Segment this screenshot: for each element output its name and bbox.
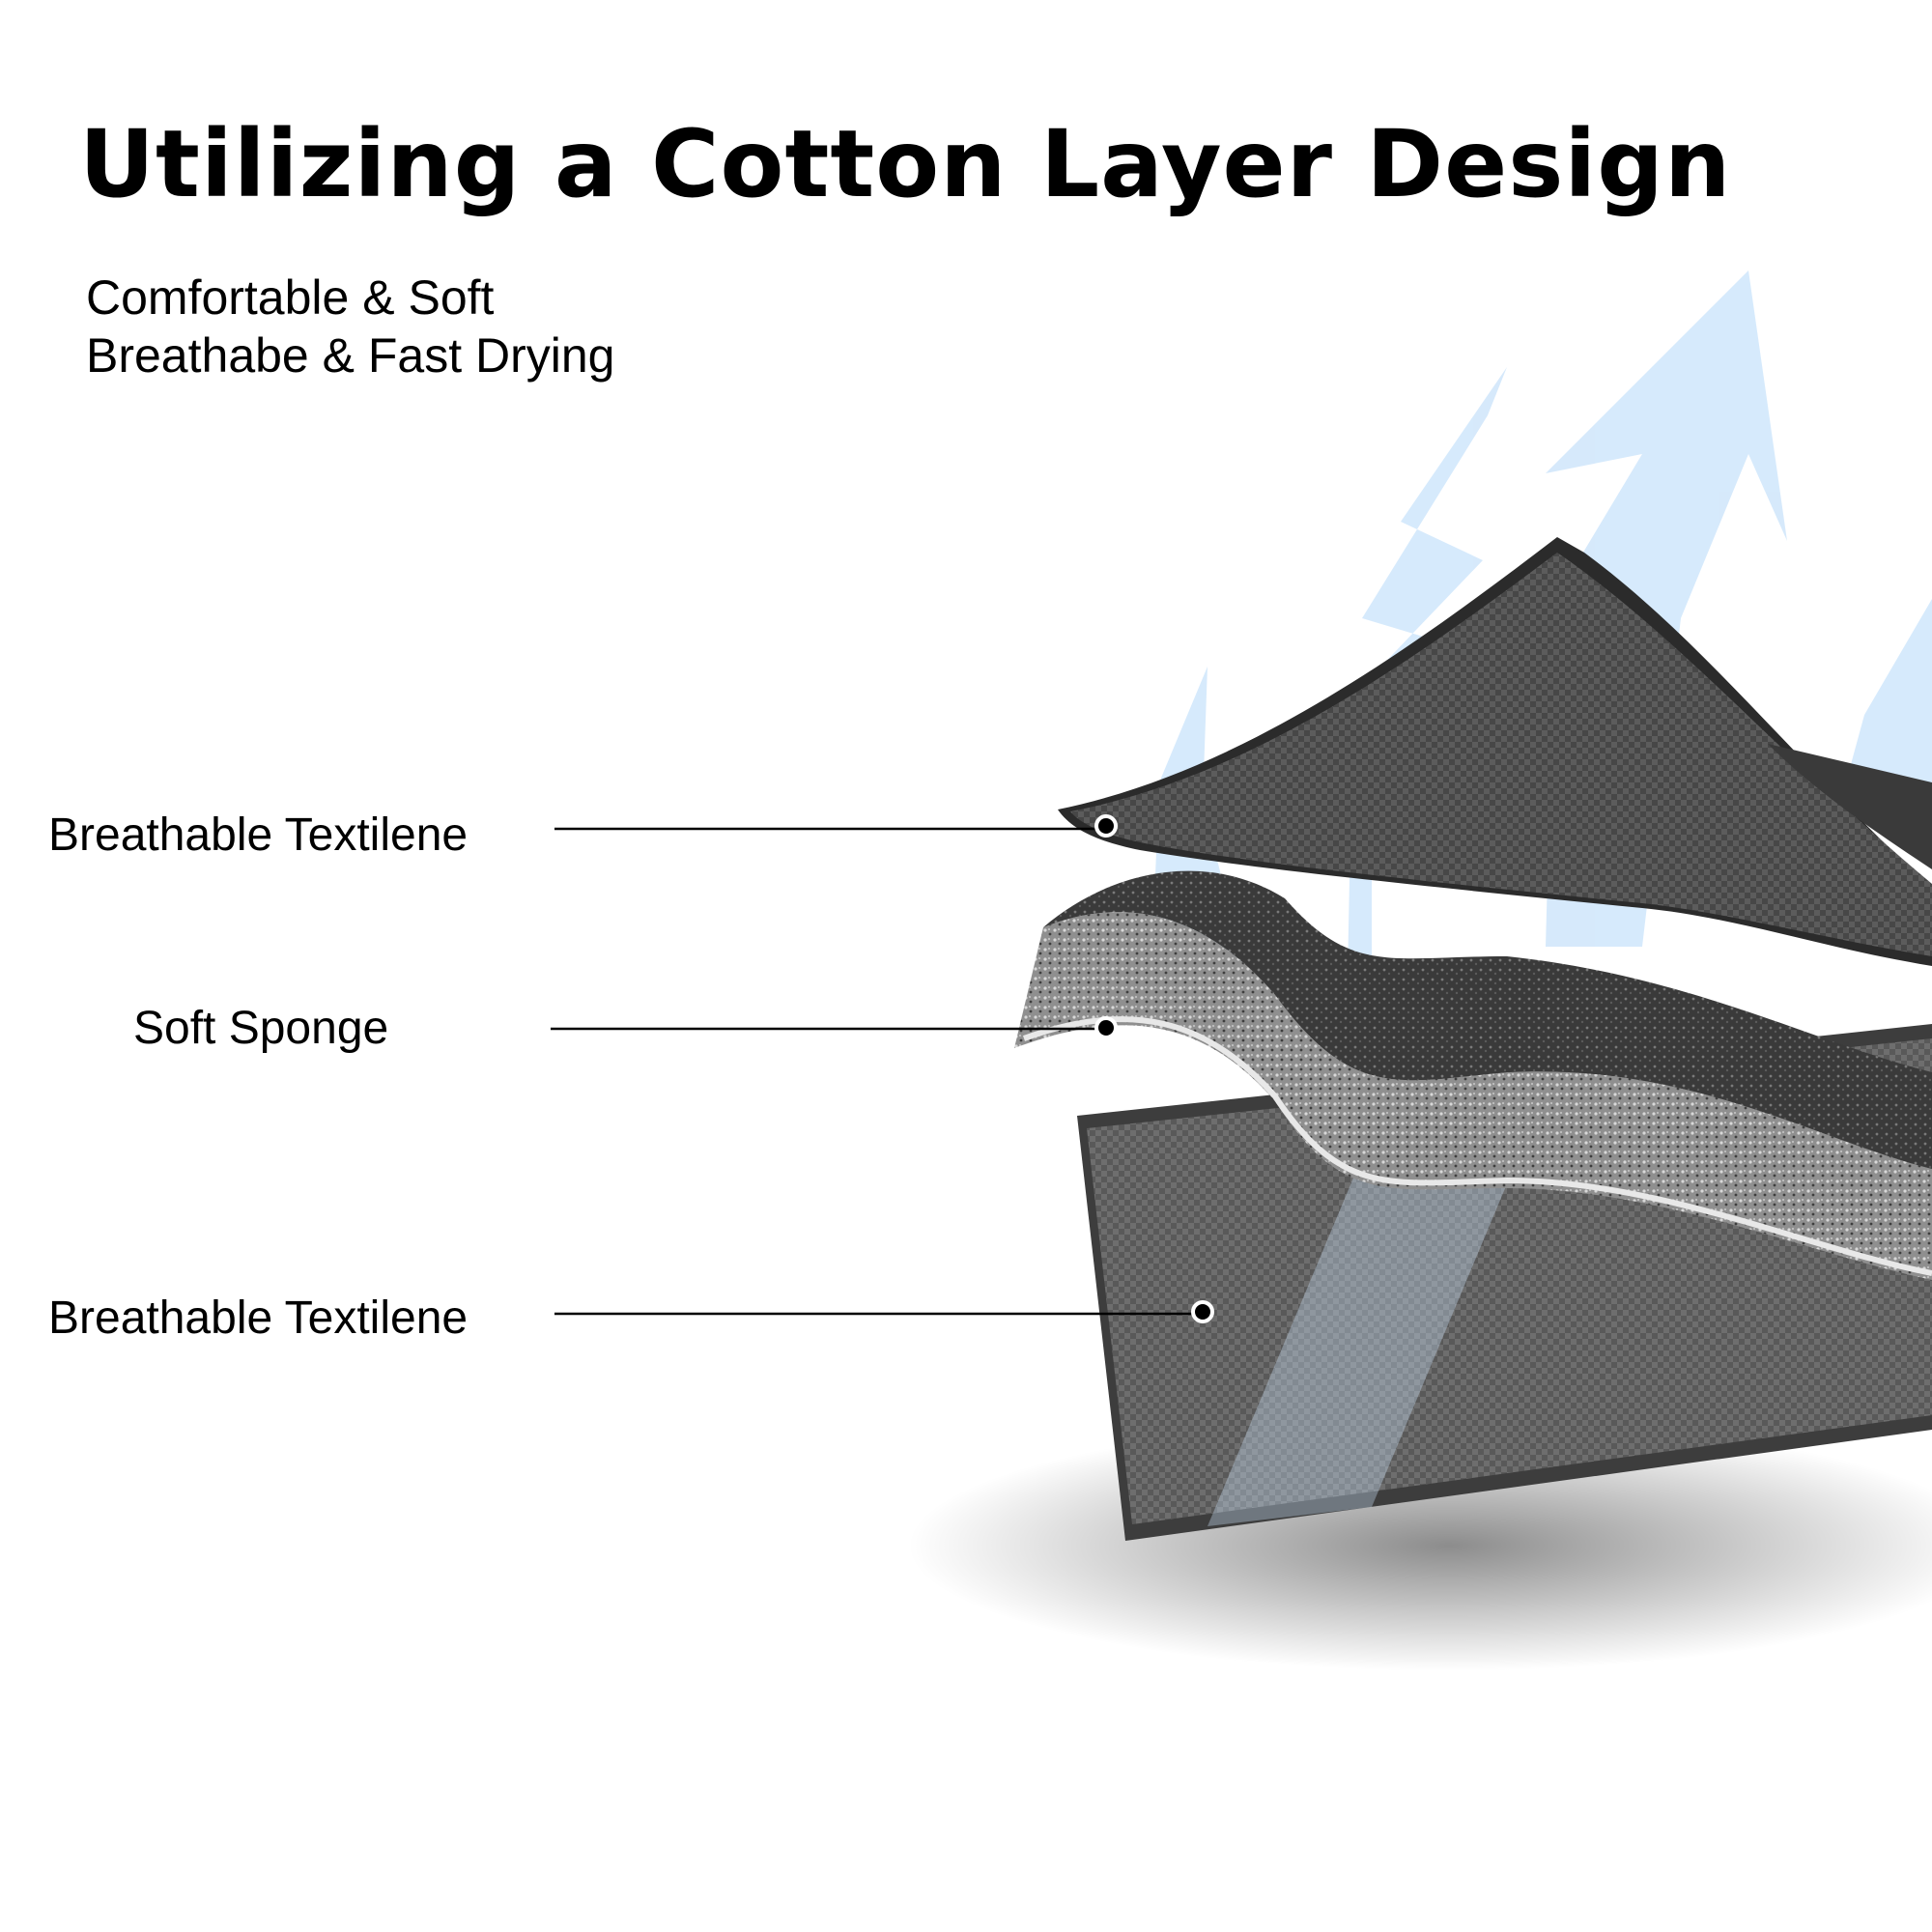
label-soft-sponge: Soft Sponge (133, 1003, 389, 1054)
label-bottom-textilene: Breathable Textilene (48, 1293, 469, 1344)
feature-comfortable: Comfortable & Soft (86, 270, 495, 325)
feature-breathable: Breathabe & Fast Drying (86, 328, 615, 383)
leader-dot-middle (1094, 1016, 1118, 1039)
page-title: Utilizing a Cotton Layer Design (79, 110, 1732, 218)
leader-dot-top (1094, 814, 1118, 838)
leader-dot-bottom (1191, 1300, 1214, 1323)
leader-lines (551, 827, 1201, 1316)
leader-dots (1094, 814, 1214, 1323)
sponge-layer (1014, 870, 1932, 1280)
top-textilene-layer (1058, 537, 1932, 966)
label-top-textilene: Breathable Textilene (48, 810, 469, 861)
